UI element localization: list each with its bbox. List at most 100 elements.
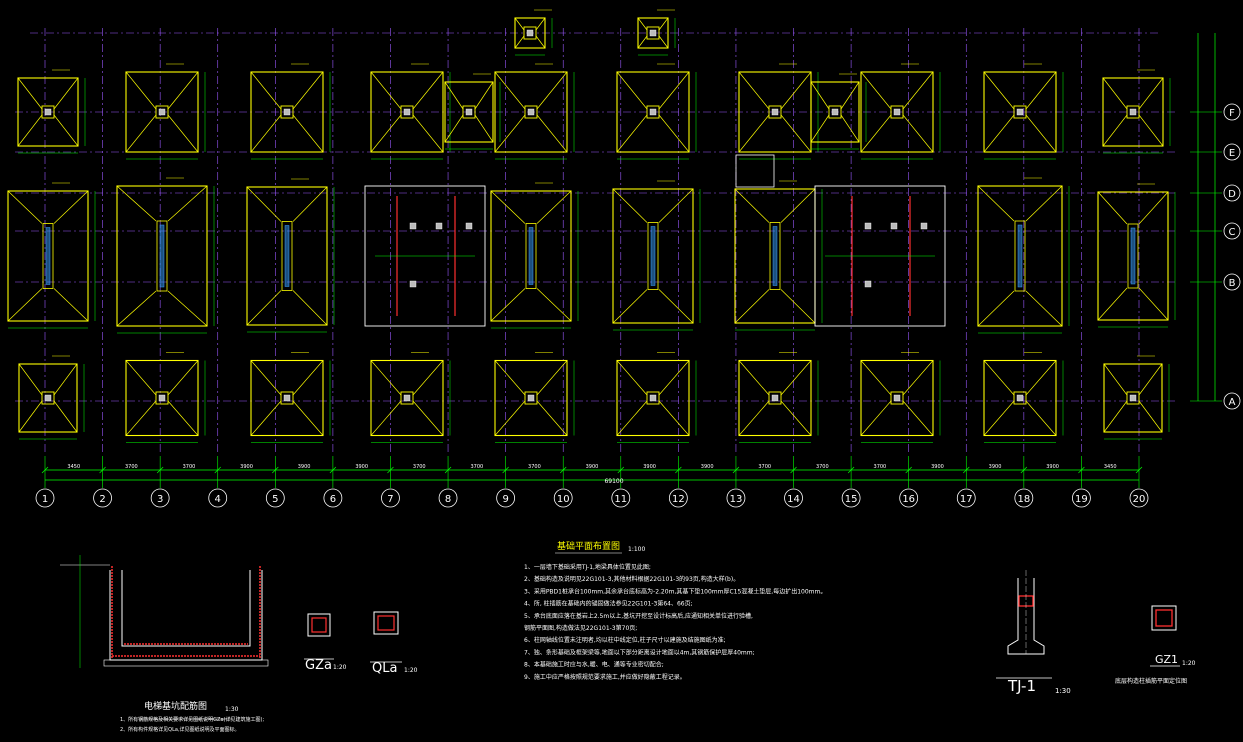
column <box>435 222 443 230</box>
note-line: 5、承台底面应落在基岩上2.5m以上,基坑开挖至设计标高后,应通知相关单位进行验… <box>524 612 753 620</box>
footing-slope <box>7 288 43 322</box>
dim-label: 3900 <box>298 464 311 470</box>
column-long <box>650 226 656 286</box>
footing-slope <box>1138 287 1169 321</box>
tj1-section <box>996 570 1052 679</box>
footing-slope <box>536 288 572 322</box>
footing-slope <box>474 114 494 143</box>
dim-tick <box>156 466 164 474</box>
footing-slope <box>536 360 568 396</box>
elevator-shaft <box>735 154 775 188</box>
dim-tick <box>1020 466 1028 474</box>
footing-slope <box>1025 360 1057 396</box>
footing <box>977 177 1070 334</box>
note-line: 1、一层墙下基础采用TJ-1,地梁具体位置见此图; <box>524 563 651 571</box>
column <box>409 222 417 230</box>
axis-bubble <box>553 488 573 508</box>
dim-label: 3900 <box>931 464 944 470</box>
footing-slope <box>167 400 199 436</box>
footing-slope <box>412 400 444 436</box>
axis-bubble-label: 9 <box>502 494 508 505</box>
footing-pier <box>646 105 660 119</box>
footing-slope <box>370 400 402 436</box>
footing-outline <box>18 363 78 433</box>
footing <box>7 182 96 329</box>
footing-pier <box>890 105 904 119</box>
footing-outline <box>494 71 568 153</box>
column <box>409 280 417 288</box>
footing <box>612 180 701 331</box>
dim-label: 3900 <box>701 464 714 470</box>
dim-tick <box>502 466 509 474</box>
footing-slope <box>983 360 1015 396</box>
footing-slope <box>53 363 78 396</box>
footing-slope <box>983 400 1015 436</box>
footing-outline <box>370 71 444 153</box>
axis-bubble-label: 13 <box>730 494 743 505</box>
axis-bubble-label: 15 <box>845 494 858 505</box>
qla-label: QLa <box>372 661 397 676</box>
footing-outline <box>17 77 79 147</box>
footing-slope <box>738 114 770 153</box>
footing-pier <box>1014 220 1026 292</box>
footing-slope <box>536 400 568 436</box>
footing-slope <box>658 188 694 223</box>
footing-slope <box>53 190 89 224</box>
footing-slope <box>125 114 157 153</box>
raft-footing <box>364 185 486 327</box>
note-line: 7、独、条形基础及框架梁等,地面以下部分距离设计地面以4m,其钢筋保护层厚40m… <box>524 648 755 656</box>
elevator-pit-title: 电梯基坑配筋图 <box>144 700 207 712</box>
footing-slope <box>125 360 157 396</box>
footing-slope <box>370 114 402 153</box>
column <box>158 394 166 402</box>
dim-tick <box>732 466 740 474</box>
footing-slope <box>535 35 546 49</box>
dim-tick <box>1135 466 1143 474</box>
gz1-rebar <box>1155 609 1173 627</box>
footing <box>983 352 1064 443</box>
footing-outline <box>444 81 494 143</box>
footing-outline <box>490 190 572 322</box>
footing <box>490 182 579 329</box>
footing-slope <box>780 114 812 153</box>
axis-bubble-label: 1 <box>42 494 48 505</box>
dim-label: 3700 <box>758 464 771 470</box>
footing-outline <box>738 359 812 437</box>
footing <box>116 177 215 334</box>
footing-outline <box>860 359 934 437</box>
footing-slope <box>1025 71 1057 110</box>
footing-slope <box>780 188 816 223</box>
footing-outline <box>250 71 324 153</box>
dim-label: 3900 <box>240 464 253 470</box>
dim-label: 3450 <box>1104 464 1117 470</box>
footing-slope <box>167 114 199 153</box>
footing-slope <box>616 400 648 436</box>
axis-bubble-label: 14 <box>787 494 800 505</box>
footing-slope <box>53 288 89 322</box>
footing-slope <box>494 400 526 436</box>
footing-outline <box>637 17 669 49</box>
gz1-section <box>1150 605 1180 667</box>
footing-pier <box>523 26 537 40</box>
column <box>771 394 779 402</box>
dim-label: 3700 <box>528 464 541 470</box>
footing <box>810 73 867 150</box>
footing-slope <box>902 114 934 153</box>
column <box>403 108 411 116</box>
footing-slope <box>116 290 157 327</box>
note-line: 4、所, 柱插筋在基础内的锚固做法参见22G101-3第64、66页; <box>524 600 693 608</box>
footing-slope <box>902 400 934 436</box>
footing <box>738 352 819 443</box>
qla-outline <box>373 611 399 635</box>
footing-slope <box>1138 191 1169 225</box>
axis-bubble-label: 16 <box>902 494 915 505</box>
dim-label: 3700 <box>413 464 426 470</box>
tj1-scale: 1:30 <box>1055 687 1071 695</box>
dim-label: 3700 <box>470 464 483 470</box>
footing <box>1102 69 1171 154</box>
axis-bubble <box>956 488 976 508</box>
footing-slope <box>860 400 892 436</box>
axis-bubble <box>208 488 228 508</box>
